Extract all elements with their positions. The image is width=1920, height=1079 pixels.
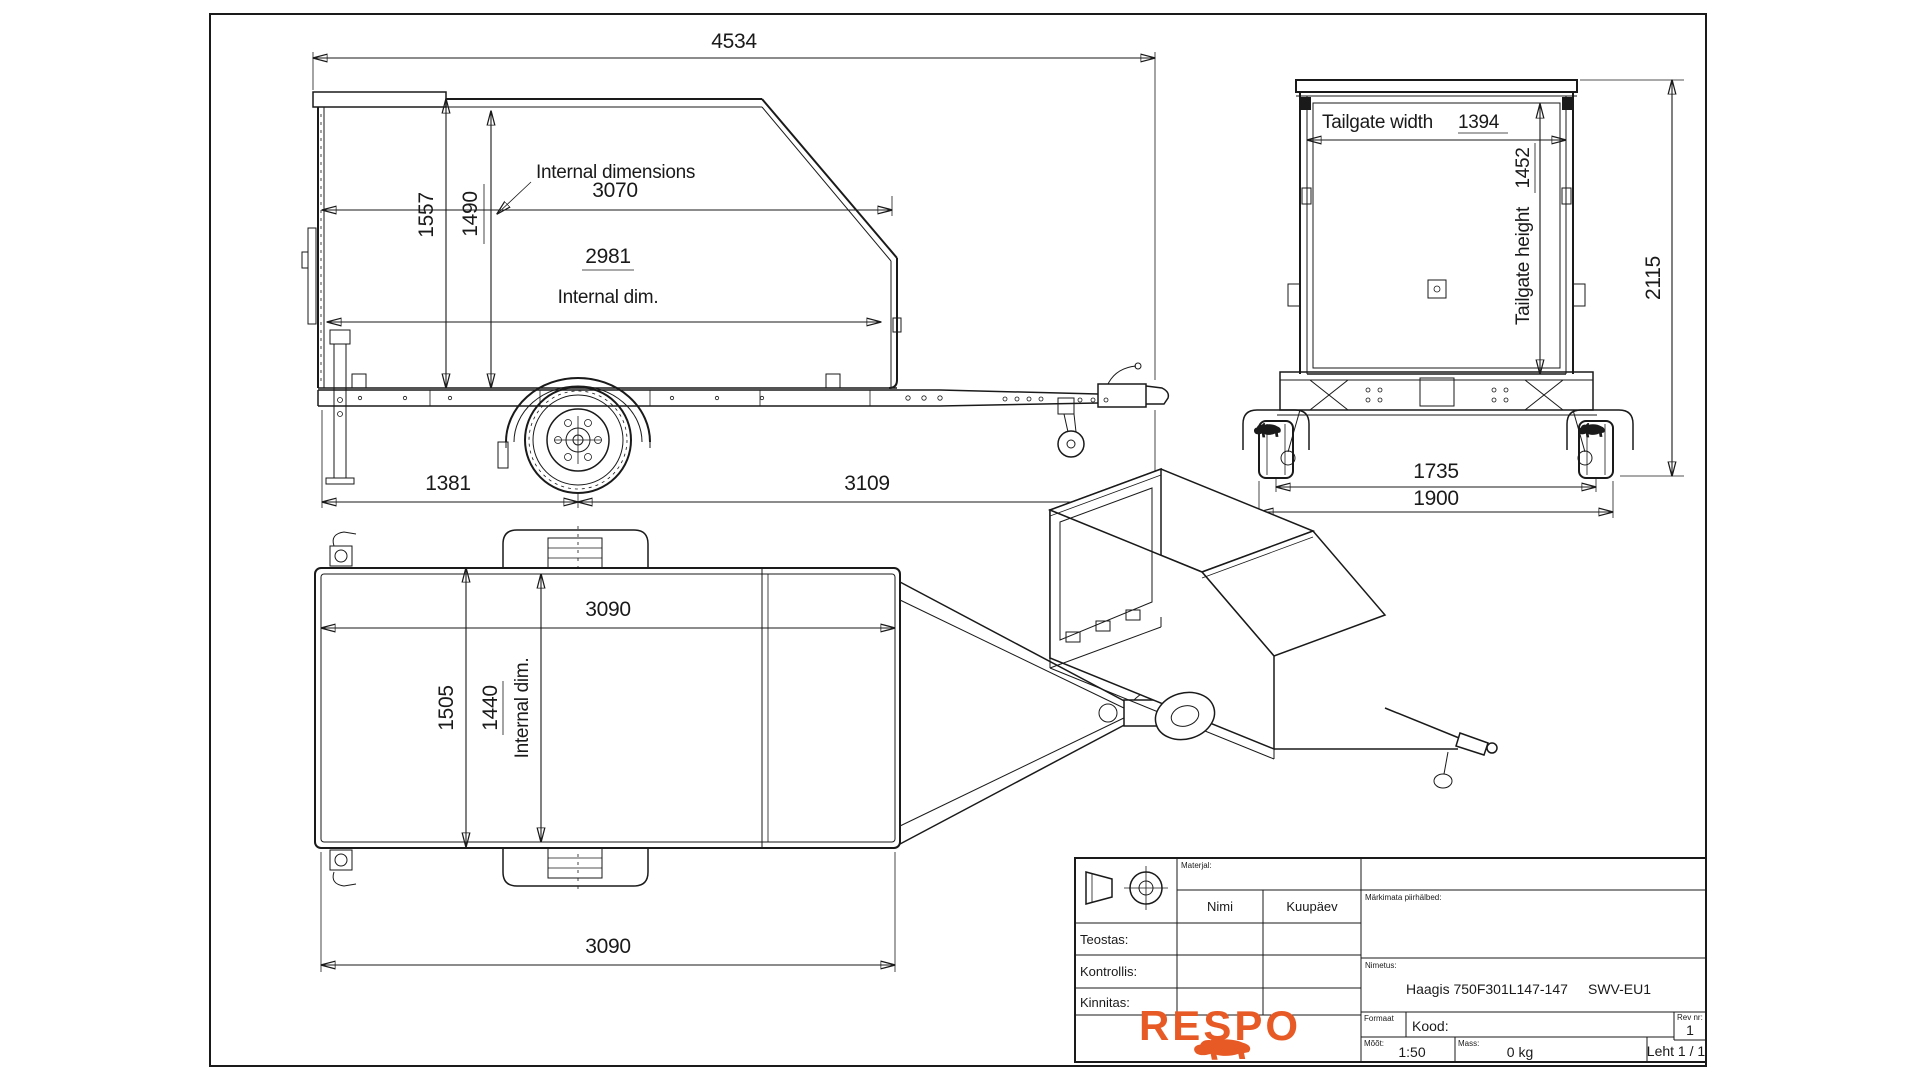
dim-text-height-internal: 1490: [459, 191, 482, 237]
mudguard-bull-logo-right: [1577, 422, 1605, 438]
dim-internal-length: 2981 Internal dim.: [327, 245, 881, 322]
rev-value: 1: [1686, 1022, 1694, 1038]
material-label: Materjal:: [1181, 861, 1212, 870]
sheet-border: [209, 13, 1707, 1067]
respo-bull-icon: [1194, 1037, 1251, 1060]
dim-text-height-overall: 1557: [415, 192, 438, 238]
name-col-label: Nimi: [1207, 899, 1233, 914]
label-tailgate-height: Tailgate height: [1513, 206, 1534, 325]
title-label: Nimetus:: [1365, 961, 1397, 970]
dim-text-axle-to-coupling: 3109: [844, 472, 890, 495]
date-col-label: Kuupäev: [1286, 899, 1338, 914]
dim-text-overall-width: 1900: [1413, 487, 1459, 510]
dim-tailgate-height: 1452 Tailgate height: [1513, 104, 1540, 374]
dim-internal-length-top: 3090: [321, 598, 895, 628]
mass-value: 0 kg: [1507, 1044, 1533, 1060]
side-fender: [497, 377, 651, 469]
side-wheel: [524, 386, 632, 494]
dim-text-width-internal: 1440: [479, 685, 502, 731]
dim-widths: 1735 1900: [1259, 460, 1613, 518]
product-variant: SWV-EU1: [1588, 981, 1651, 997]
front-chassis: [1277, 371, 1597, 466]
label-tailgate-width: Tailgate width: [1322, 112, 1433, 133]
projection-symbol-icon: [1085, 866, 1168, 910]
chassis-holes: [357, 395, 1109, 403]
mass-label: Mass:: [1458, 1039, 1479, 1048]
iso-wheel: [1154, 691, 1216, 741]
top-latches: [329, 531, 357, 887]
sheet-number: Leht 1 / 1: [1647, 1043, 1706, 1059]
jockey-wheel: [1057, 397, 1085, 458]
label-internal-dim-top: Internal dim.: [512, 658, 533, 759]
dim-heights: 1557 1490: [415, 99, 491, 388]
iso-drawbar: [1274, 707, 1498, 789]
dim-axle-positions: 1381 3109: [322, 410, 1155, 508]
dim-tailgate-width: Tailgate width 1394: [1307, 112, 1566, 140]
dim-overall-height: 2115: [1580, 80, 1684, 476]
scale-label: Mõõt:: [1364, 1039, 1384, 1048]
top-view: 3090 1505 1440 Internal dim. 3090: [314, 526, 1187, 972]
title-block: Materjal: Nimi Kuupäev Märkimata piirhäl…: [1074, 857, 1707, 1063]
dim-text-track-width: 1735: [1413, 460, 1459, 483]
coupling: [1097, 362, 1170, 408]
dim-text-tailgate-width: 1394: [1458, 112, 1500, 133]
dim-text-total-length: 4534: [711, 30, 757, 53]
product-name: Haagis 750F301L147-147: [1406, 981, 1568, 997]
dim-top-widths: 1505 1440 Internal dim.: [435, 568, 541, 847]
label-internal-dim-side: Internal dim.: [558, 287, 659, 308]
approved-label: Kinnitas:: [1080, 995, 1130, 1010]
dim-text-width-overall: 1505: [435, 685, 458, 731]
rear-support-leg: [325, 329, 355, 485]
dim-text-internal-length: 2981: [585, 245, 631, 268]
front-wheels: [1258, 420, 1614, 479]
code-label: Kood:: [1412, 1018, 1449, 1034]
front-view: Tailgate width 1394 1452 Tailgate height…: [1242, 79, 1684, 518]
isometric-view: [1047, 467, 1498, 789]
dim-total-length: 4534: [313, 30, 1155, 380]
note-internal-dimensions: Internal dimensions: [536, 162, 695, 183]
dim-internal-length-bottom: 3090: [321, 852, 895, 972]
dim-text-tailgate-height: 1452: [1513, 147, 1534, 188]
side-view: 4534 1557 1490 Internal dimensions 3070 …: [301, 30, 1170, 508]
dim-top-internal-length: 3070: [322, 179, 892, 216]
tolerances-label: Märkimata piirhälbed:: [1365, 893, 1441, 902]
dim-text-internal-length-top: 3090: [585, 598, 631, 621]
dim-text-top-internal: 3070: [592, 179, 638, 202]
checked-label: Kontrollis:: [1080, 964, 1137, 979]
scale-value: 1:50: [1398, 1044, 1425, 1060]
dim-text-internal-length-bottom: 3090: [585, 935, 631, 958]
rev-label: Rev nr:: [1677, 1013, 1703, 1022]
respo-logo: RESPO: [1139, 1002, 1298, 1060]
performed-label: Teostas:: [1080, 932, 1128, 947]
dim-text-overall-height: 2115: [1642, 256, 1665, 300]
dim-text-rear-to-axle: 1381: [425, 472, 471, 495]
format-label: Formaat: [1364, 1014, 1395, 1023]
